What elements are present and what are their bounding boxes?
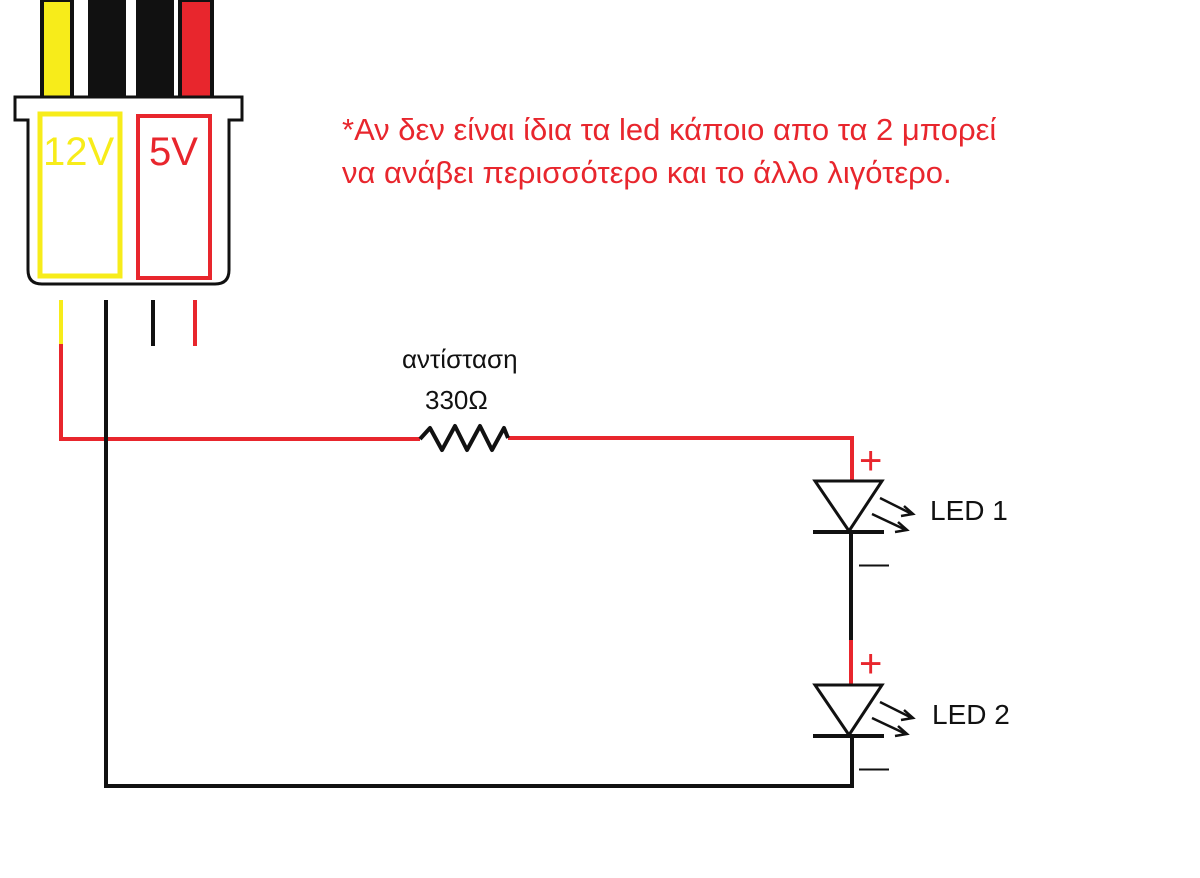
wire-ground-return — [104, 300, 854, 788]
warning-note: *Αν δεν είναι ίδια τα led κάποιο απο τα … — [342, 108, 1182, 194]
molex-connector: 12V 5V — [13, 95, 244, 286]
led2-diode-triangle — [812, 683, 885, 738]
led2-minus: — — [859, 751, 889, 784]
resistor-value: 330Ω — [425, 385, 488, 415]
pin-12v-box — [37, 111, 123, 279]
cable-wires — [40, 0, 214, 100]
negative-wire — [104, 300, 854, 788]
resistor-name: αντίσταση — [402, 344, 518, 374]
led1-label: LED 1 — [930, 495, 1008, 526]
led2-light-arrows — [871, 700, 916, 738]
led1-light-arrows — [871, 496, 916, 534]
wire-yellow-top — [40, 0, 74, 100]
resistor-symbol — [418, 424, 510, 452]
connector-outline — [13, 95, 244, 286]
led1-plus: + — [859, 439, 882, 483]
pin-5v-box — [136, 114, 212, 280]
wire-red-top — [178, 0, 214, 100]
wire-resistor-to-led1 — [508, 436, 854, 480]
led1-symbol: + — LED 1 — [812, 439, 1008, 580]
led2-plus: + — [859, 642, 882, 686]
label-12v: 12V — [43, 130, 114, 174]
wire-12v-to-resistor — [59, 344, 420, 441]
pin-stubs — [59, 300, 197, 346]
label-5v: 5V — [149, 130, 198, 174]
wire-black-top-2 — [136, 0, 174, 98]
warning-note-line-2: να ανάβει περισσότερο και το άλλο λιγότε… — [342, 155, 952, 190]
led1-diode-triangle — [812, 479, 885, 534]
warning-note-line-1: *Αν δεν είναι ίδια τα led κάποιο απο τα … — [342, 112, 997, 147]
led2-symbol: + — LED 2 — [812, 642, 1010, 784]
wire-black-top-1 — [88, 0, 126, 98]
positive-wire — [59, 344, 854, 684]
led2-label: LED 2 — [932, 699, 1010, 730]
led1-minus: — — [859, 547, 889, 580]
